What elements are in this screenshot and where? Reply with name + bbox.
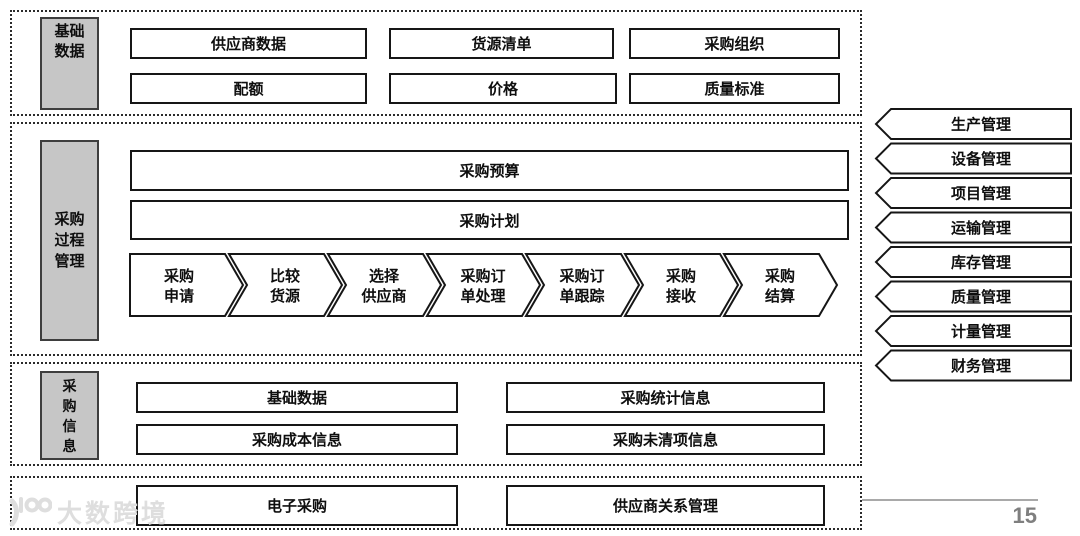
box-supplier-relationship-mgmt: 供应商关系管理 — [506, 485, 825, 526]
left-arrow-shape — [874, 177, 1072, 209]
label-line: 管理 — [54, 253, 85, 270]
purchase-info-section-label: 采 购 信 息 — [40, 371, 99, 460]
left-arrow-shape — [874, 280, 1072, 313]
flow-step-purchase-receiving: 接收 — [666, 287, 696, 305]
purchase-info-section: 采 购 信 息 基础数据 采购统计信息 采购成本信息 采购未清项信息 — [10, 362, 862, 466]
box-quality-standard: 质量标准 — [629, 73, 840, 104]
left-arrow-shape — [874, 211, 1072, 244]
label-line: 信 — [62, 417, 77, 434]
box-purchase-cost-info: 采购成本信息 — [136, 424, 458, 455]
chevron-shape — [227, 253, 344, 317]
flow-step-purchase-settlement: 采购 — [764, 267, 795, 285]
basic-data-section: 基础 数据 供应商数据 货源清单 采购组织 配额 价格 质量标准 — [10, 10, 862, 116]
label-line: 购 — [62, 397, 77, 414]
bar-purchase-plan: 采购计划 — [130, 200, 849, 240]
chevron-shape — [722, 253, 839, 317]
flow-step-po-processing: 采购订 — [459, 267, 505, 285]
flow-step-compare-sources: 比较 — [270, 267, 300, 285]
purchase-process-section: 采购 过程 管理 采购预算 采购计划 采购 申请 比较 货源 选择 供应商 采购… — [10, 122, 862, 356]
basic-data-section-label: 基础 数据 — [40, 17, 99, 110]
module-transport-mgmt: 运输管理 — [951, 219, 1011, 237]
box-supplier-data: 供应商数据 — [130, 28, 367, 59]
flow-step-purchase-request: 申请 — [164, 287, 194, 305]
left-arrow-shape — [874, 108, 1072, 140]
box-purchase-org: 采购组织 — [629, 28, 840, 59]
box-open-item-info: 采购未清项信息 — [506, 424, 825, 455]
left-arrow-shape — [874, 349, 1072, 382]
box-price: 价格 — [389, 73, 617, 104]
related-modules-arrows: 生产管理 设备管理 项目管理 运输管理 库存管理 质量管理 计量管理 财务管理 — [874, 108, 1072, 382]
module-quality-mgmt: 质量管理 — [951, 288, 1011, 306]
flow-step-purchase-receiving: 采购 — [665, 267, 696, 285]
flow-step-compare-sources: 货源 — [270, 287, 300, 305]
flow-step-po-tracking: 采购订 — [558, 267, 604, 285]
flow-step-purchase-settlement: 结算 — [765, 287, 795, 305]
chevron-shape — [524, 253, 641, 317]
flow-step-po-processing: 单处理 — [460, 287, 505, 305]
module-equipment-mgmt: 设备管理 — [951, 150, 1011, 168]
left-arrow-shape — [874, 246, 1072, 278]
module-inventory-mgmt: 库存管理 — [951, 254, 1011, 272]
box-base-data: 基础数据 — [136, 382, 458, 413]
flow-step-po-tracking: 单跟踪 — [559, 287, 604, 305]
module-finance-mgmt: 财务管理 — [951, 357, 1011, 375]
chevron-shape — [129, 253, 245, 317]
bottom-section: 电子采购 供应商关系管理 — [10, 476, 862, 530]
box-source-list: 货源清单 — [389, 28, 614, 59]
watermark-brand-text: 大数跨境 — [57, 500, 170, 528]
box-purchase-statistics: 采购统计信息 — [506, 382, 825, 413]
chevron-shape — [326, 253, 443, 317]
chevron-shape — [425, 253, 542, 317]
flow-step-select-supplier: 选择 — [369, 267, 400, 285]
box-e-procurement: 电子采购 — [136, 485, 458, 526]
purchase-flow-chevrons: 采购 申请 比较 货源 选择 供应商 采购订 单处理 采购订 单跟踪 采购 接收… — [129, 253, 839, 317]
purchase-process-section-label: 采购 过程 管理 — [40, 140, 99, 341]
box-quota: 配额 — [130, 73, 367, 104]
module-project-mgmt: 项目管理 — [951, 185, 1011, 203]
chevron-shape — [623, 253, 740, 317]
label-line: 采购 — [54, 211, 85, 228]
page-number: 15 — [1012, 503, 1037, 528]
footer-divider-line — [862, 499, 1038, 501]
label-line: 数据 — [54, 43, 85, 60]
module-metering-mgmt: 计量管理 — [951, 323, 1011, 341]
left-arrow-shape — [874, 142, 1072, 175]
watermark: 大数跨境 — [8, 494, 169, 530]
module-production-mgmt: 生产管理 — [951, 116, 1011, 134]
label-line: 采 — [62, 377, 77, 394]
bar-purchase-budget: 采购预算 — [130, 150, 849, 191]
label-line: 基础 — [54, 23, 85, 40]
flow-step-select-supplier: 供应商 — [360, 287, 406, 305]
label-line: 过程 — [54, 232, 85, 249]
left-arrow-shape — [874, 315, 1072, 347]
flow-step-purchase-request: 采购 — [163, 267, 194, 285]
label-line: 息 — [62, 437, 77, 454]
brand-logo-icon — [9, 497, 52, 527]
